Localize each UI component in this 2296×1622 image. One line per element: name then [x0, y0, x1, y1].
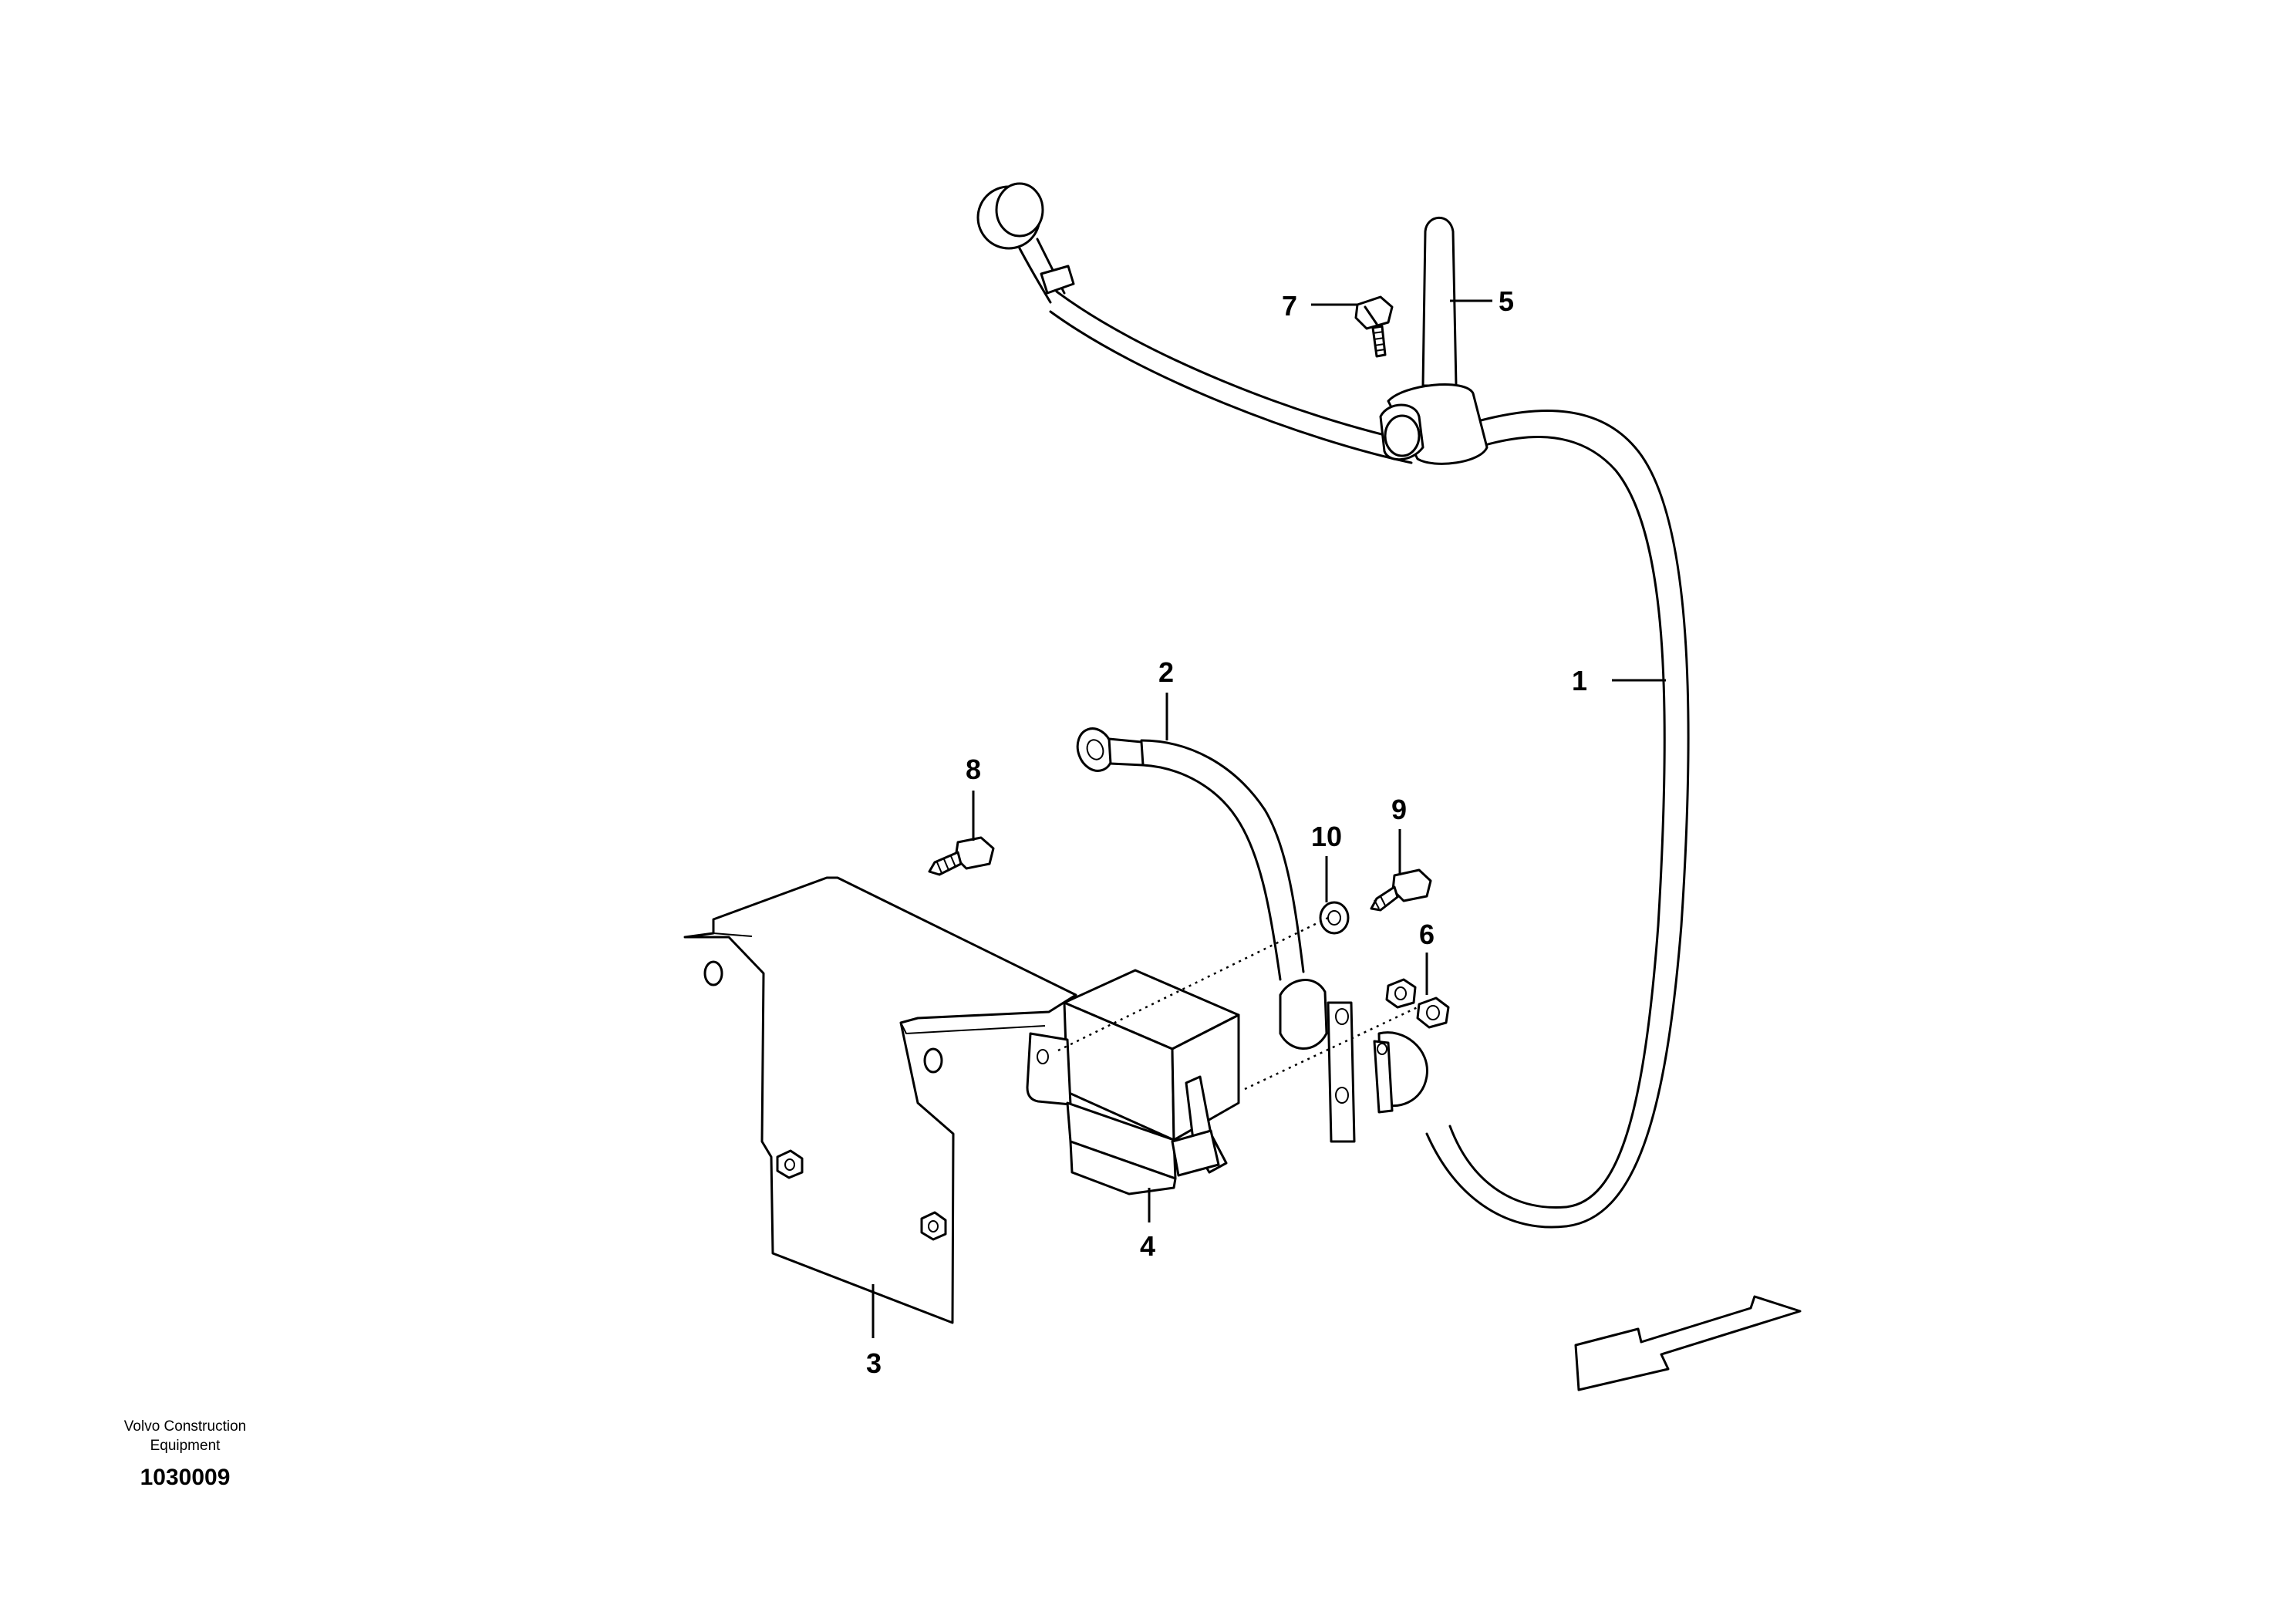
- company-name-line2: Equipment: [150, 1438, 221, 1454]
- callout-4: 4: [1140, 1230, 1155, 1262]
- terminal-lugs: [1279, 979, 1428, 1143]
- bolt-8: [928, 836, 995, 876]
- cable-1: [976, 182, 1690, 1229]
- leader-lines: [872, 299, 1666, 1338]
- callout-1: 1: [1572, 665, 1587, 696]
- nuts-6: [1385, 978, 1450, 1029]
- callout-2: 2: [1158, 656, 1174, 688]
- callout-5: 5: [1499, 285, 1514, 317]
- relay-4: [1026, 969, 1240, 1195]
- callout-8: 8: [966, 754, 981, 785]
- bolt-7: [1354, 295, 1394, 358]
- alignment-lines: [1057, 916, 1420, 1091]
- direction-arrow-icon: [1574, 1295, 1802, 1391]
- cable-2: [1076, 727, 1305, 981]
- washer-10: [1319, 901, 1350, 935]
- cable-tie-5: [1379, 216, 1489, 465]
- company-name-line1: Volvo Construction: [124, 1418, 246, 1435]
- document-number: 1030009: [140, 1465, 231, 1490]
- bolt-9: [1370, 868, 1432, 912]
- bracket-3: [683, 876, 1077, 1324]
- callout-labels: 1 2 3 4 5 6 7 8 9 10: [866, 285, 1587, 1379]
- callout-6: 6: [1419, 919, 1435, 950]
- callout-10: 10: [1311, 821, 1342, 852]
- callout-7: 7: [1282, 290, 1297, 322]
- callout-9: 9: [1391, 794, 1407, 825]
- callout-3: 3: [866, 1347, 882, 1379]
